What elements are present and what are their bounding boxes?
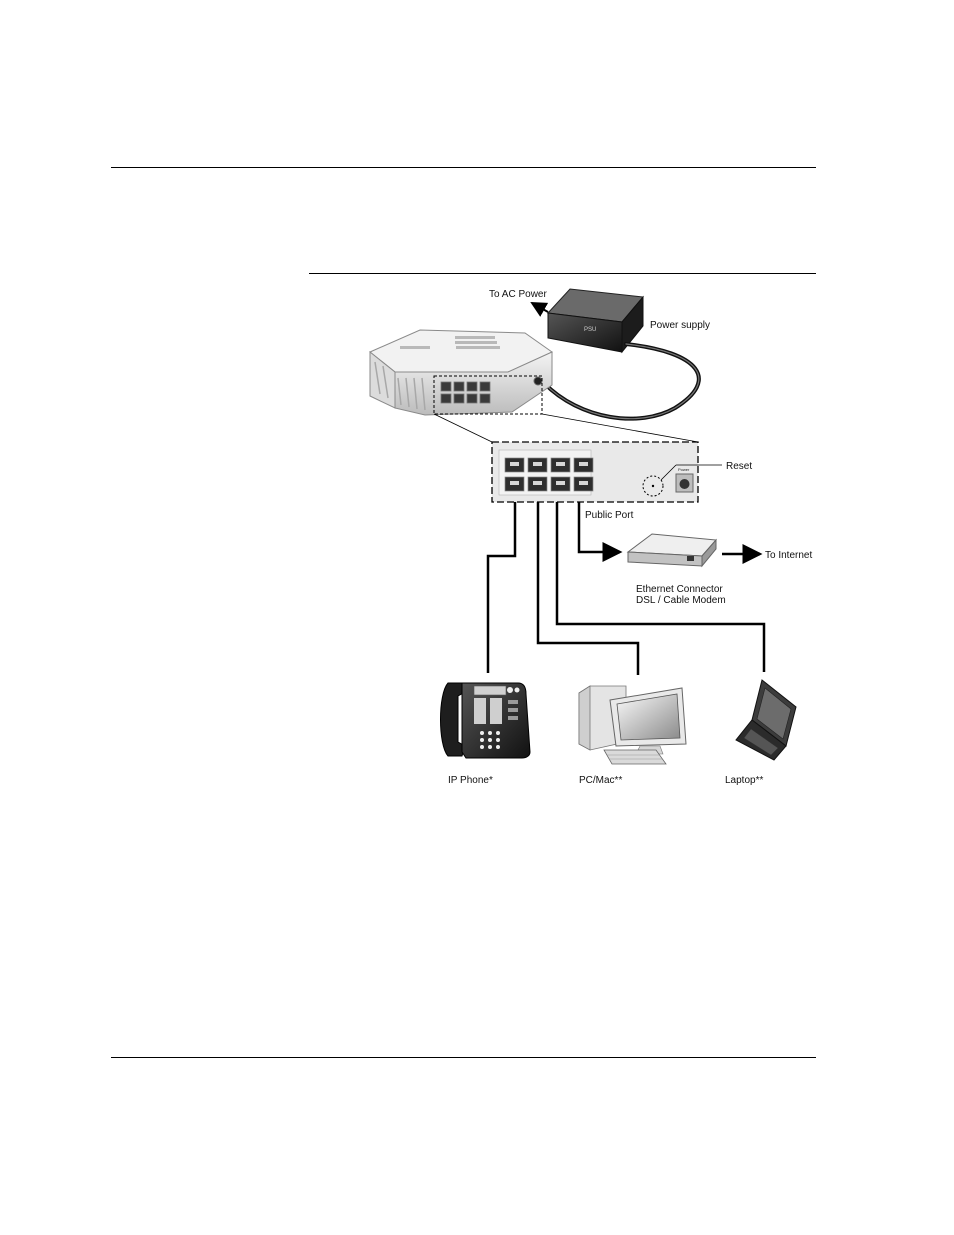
power-supply: PSU (546, 288, 644, 354)
public-port-label: Public Port (585, 510, 634, 521)
reset-label: Reset (726, 461, 752, 472)
laptop (735, 679, 797, 761)
bottom-rule (111, 1057, 816, 1058)
cable-to-laptop (555, 502, 766, 672)
zoom-outline (433, 375, 543, 415)
pc-mac-label: PC/Mac** (579, 775, 622, 786)
psu-brand-text: PSU (584, 327, 596, 333)
modem-label-line2: DSL / Cable Modem (636, 595, 726, 606)
modem-label-line1: Ethernet Connector (636, 584, 723, 595)
dsl-cable-modem (626, 533, 718, 568)
cable-to-ip-phone (486, 502, 517, 673)
ac-power-arrow (530, 302, 549, 317)
cable-to-pc (536, 502, 640, 675)
power-button (679, 479, 690, 489)
router-power-jack (533, 376, 543, 386)
public-port-cable (577, 502, 623, 562)
reset-pinhole (651, 484, 655, 488)
figure-rule (309, 273, 816, 274)
pc-mac (578, 685, 687, 765)
laptop-label: Laptop** (725, 775, 763, 786)
ip-phone-label: IP Phone* (448, 775, 493, 786)
power-supply-label: Power supply (650, 320, 710, 331)
ip-phone (440, 682, 531, 759)
power-button-label: Power (678, 467, 690, 472)
reset-button-outline (642, 475, 664, 497)
router-unit (369, 329, 554, 416)
router-rear-ports (440, 381, 491, 404)
top-rule (111, 167, 816, 168)
to-internet-label: To Internet (765, 550, 812, 561)
to-ac-power-label: To AC Power (489, 289, 547, 300)
rear-panel-closeup: Power (491, 441, 699, 503)
